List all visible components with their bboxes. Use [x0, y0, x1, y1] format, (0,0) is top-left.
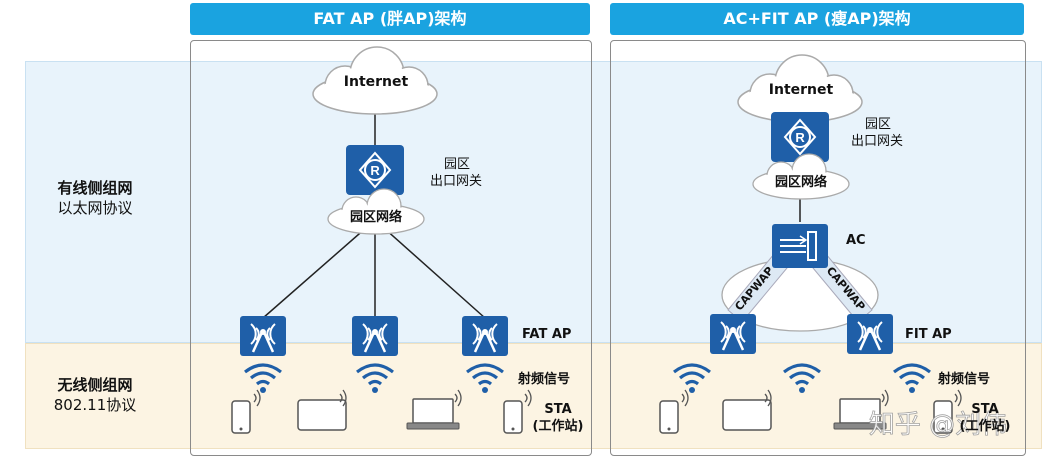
- tablet-icon-right: [722, 399, 772, 431]
- internet-label-left: Internet: [344, 74, 409, 90]
- wireless-side-band: [25, 343, 1042, 449]
- signal-mark-laptop-left: [454, 389, 462, 407]
- sta-label-left: STA (工作站): [528, 401, 588, 435]
- sta-label-right-line2: (工作站): [959, 419, 1011, 434]
- signal-mark-phone-left: [253, 389, 261, 407]
- sta-label-left-line1: STA: [544, 402, 572, 417]
- phone-icon-left: [231, 400, 251, 434]
- gateway-label-right-line2: 出口网关: [851, 134, 904, 149]
- wired-side-label: 有线侧组网 以太网协议: [25, 178, 165, 218]
- router-icon-right: [770, 111, 830, 163]
- ac-label: AC: [846, 233, 866, 248]
- fat-ap-panel: [190, 40, 592, 456]
- campus-network-label-right: 园区网络: [775, 174, 827, 190]
- gateway-label-right: 园区 出口网关: [851, 116, 903, 150]
- signal-mark-phone-right: [681, 389, 689, 407]
- internet-label-right: Internet: [769, 82, 834, 98]
- phone-icon-right: [659, 400, 679, 434]
- wifi-signal-icon-4: [672, 363, 712, 395]
- rf-signal-label-left: 射频信号: [518, 372, 571, 387]
- gateway-label-right-line1: 园区: [865, 117, 892, 132]
- ac-controller-icon: [772, 224, 828, 268]
- fat-ap-icon-1: [238, 314, 288, 358]
- wireless-side-label: 无线侧组网 802.11协议: [25, 375, 165, 415]
- wireless-side-subtitle: 802.11协议: [53, 396, 137, 414]
- gateway-label-left: 园区 出口网关: [430, 156, 482, 190]
- fat-ap-icon-2: [350, 314, 400, 358]
- sta-label-right-line1: STA: [971, 402, 999, 417]
- wifi-signal-icon-5: [782, 363, 822, 395]
- signal-mark-laptop-right: [881, 389, 889, 407]
- campus-network-label-left: 园区网络: [350, 209, 402, 225]
- watermark: 知乎 @刘伟: [869, 410, 1007, 440]
- laptop-icon-left: [406, 398, 460, 430]
- tablet-icon-left: [297, 399, 347, 431]
- rf-signal-label-right: 射频信号: [938, 372, 991, 387]
- fat-ap-header: FAT AP (胖AP)架构: [190, 3, 590, 35]
- gateway-label-left-line2: 出口网关: [430, 174, 483, 189]
- fat-ap-icon-3: [460, 314, 510, 358]
- wifi-signal-icon-2: [355, 363, 395, 395]
- wifi-signal-icon-1: [243, 363, 283, 395]
- fit-ap-panel: [610, 40, 1026, 456]
- sta-label-left-line2: (工作站): [532, 419, 584, 434]
- gateway-label-left-line1: 园区: [444, 157, 471, 172]
- fit-ap-label: FIT AP: [905, 327, 952, 342]
- phone-icon-left-2: [503, 400, 523, 434]
- wireless-side-title: 无线侧组网: [57, 376, 133, 394]
- fat-ap-label: FAT AP: [522, 327, 572, 342]
- wifi-signal-icon-3: [465, 363, 505, 395]
- link-to-ap3: [374, 219, 486, 319]
- router-icon-left: [345, 144, 405, 196]
- sta-label-right: STA (工作站): [955, 401, 1015, 435]
- link-to-ap1: [262, 219, 376, 319]
- fit-ap-icon-1: [708, 312, 758, 356]
- fit-ap-icon-2: [845, 312, 895, 356]
- wired-side-title: 有线侧组网: [57, 179, 133, 197]
- wifi-signal-icon-6: [892, 363, 932, 395]
- fit-ap-header: AC+FIT AP (瘦AP)架构: [610, 3, 1024, 35]
- wired-side-subtitle: 以太网协议: [57, 199, 133, 217]
